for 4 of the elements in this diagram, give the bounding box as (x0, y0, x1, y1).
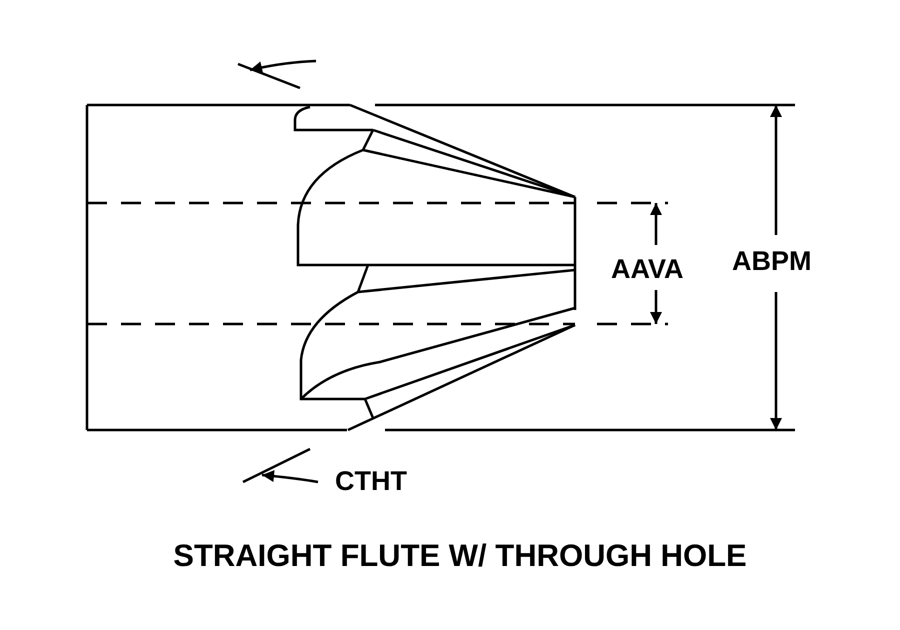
dimension-label: ABPM (732, 248, 812, 275)
dimension-label: CTHT (335, 468, 407, 495)
dimension-label: AAVA (611, 256, 684, 283)
caption: STRAIGHT FLUTE W/ THROUGH HOLE (172, 540, 748, 571)
